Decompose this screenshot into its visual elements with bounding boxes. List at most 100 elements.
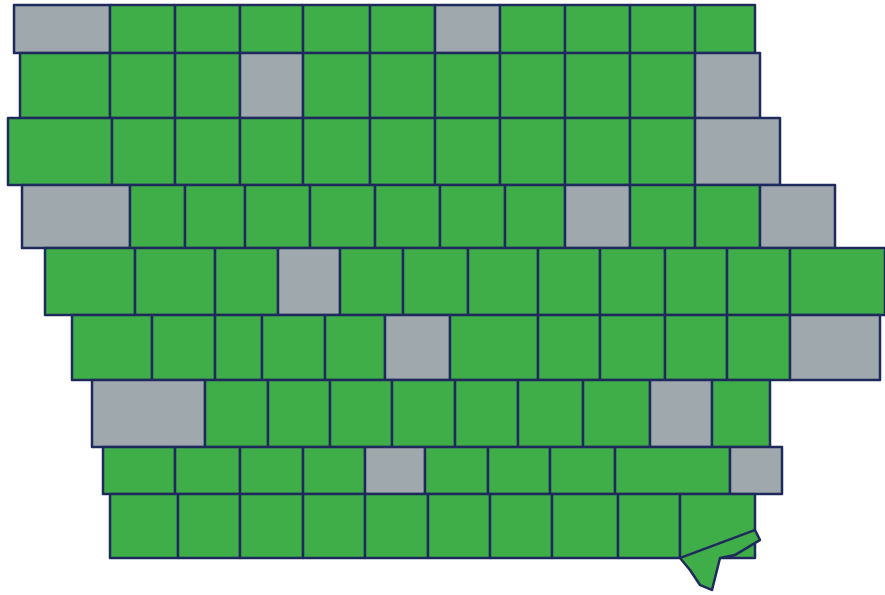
county-1-7[interactable] <box>498 51 567 120</box>
county-6-6[interactable] <box>516 378 585 449</box>
county-5-3[interactable] <box>260 313 327 382</box>
county-0-4[interactable] <box>301 3 372 55</box>
county-5-10[interactable] <box>725 313 792 382</box>
county-6-9[interactable] <box>710 378 772 449</box>
county-3-10[interactable] <box>693 183 762 250</box>
county-6-5[interactable] <box>453 378 520 449</box>
county-2-7[interactable] <box>498 116 567 187</box>
county-1-9[interactable] <box>628 51 697 120</box>
county-7-4[interactable] <box>363 445 427 496</box>
county-5-7[interactable] <box>536 313 602 382</box>
county-5-8[interactable] <box>598 313 667 382</box>
county-6-0[interactable] <box>90 378 207 449</box>
county-3-1[interactable] <box>128 183 187 250</box>
county-7-9[interactable] <box>728 445 784 496</box>
county-southeast-tail[interactable] <box>678 528 762 592</box>
county-7-6[interactable] <box>486 445 552 496</box>
county-2-1[interactable] <box>110 116 177 187</box>
county-6-3[interactable] <box>328 378 394 449</box>
county-2-5[interactable] <box>368 116 437 187</box>
county-4-11[interactable] <box>788 246 885 317</box>
county-0-7[interactable] <box>498 3 567 55</box>
county-3-6[interactable] <box>438 183 507 250</box>
county-4-2[interactable] <box>213 246 280 317</box>
county-6-8[interactable] <box>648 378 714 449</box>
county-6-2[interactable] <box>266 378 332 449</box>
county-1-3[interactable] <box>238 51 305 120</box>
county-7-1[interactable] <box>173 445 242 496</box>
county-4-10[interactable] <box>725 246 792 317</box>
county-7-2[interactable] <box>238 445 305 496</box>
county-3-3[interactable] <box>243 183 312 250</box>
county-1-0[interactable] <box>18 51 112 120</box>
county-2-3[interactable] <box>238 116 305 187</box>
county-4-9[interactable] <box>663 246 729 317</box>
county-0-9[interactable] <box>628 3 697 55</box>
county-2-9[interactable] <box>628 116 697 187</box>
county-1-6[interactable] <box>433 51 502 120</box>
county-3-4[interactable] <box>308 183 377 250</box>
county-1-10[interactable] <box>693 51 762 120</box>
county-0-10[interactable] <box>693 3 757 55</box>
county-3-9[interactable] <box>628 183 697 250</box>
county-5-0[interactable] <box>70 313 154 382</box>
county-0-5[interactable] <box>368 3 437 55</box>
county-5-6[interactable] <box>448 313 540 382</box>
county-3-7[interactable] <box>503 183 567 250</box>
county-8-1[interactable] <box>176 492 242 560</box>
county-4-3[interactable] <box>276 246 342 317</box>
county-6-4[interactable] <box>390 378 457 449</box>
county-0-6[interactable] <box>433 3 502 55</box>
county-1-1[interactable] <box>108 51 177 120</box>
county-4-5[interactable] <box>401 246 470 317</box>
county-0-0[interactable] <box>12 3 112 55</box>
county-0-2[interactable] <box>173 3 242 55</box>
county-0-3[interactable] <box>238 3 305 55</box>
county-3-8[interactable] <box>563 183 632 250</box>
county-1-4[interactable] <box>301 51 372 120</box>
county-3-11[interactable] <box>758 183 837 250</box>
county-8-3[interactable] <box>301 492 367 560</box>
county-2-4[interactable] <box>301 116 372 187</box>
county-4-6[interactable] <box>466 246 540 317</box>
county-7-5[interactable] <box>423 445 490 496</box>
county-8-6[interactable] <box>488 492 554 560</box>
county-3-5[interactable] <box>373 183 442 250</box>
county-2-10[interactable] <box>693 116 782 187</box>
county-7-0[interactable] <box>101 445 177 496</box>
county-7-3[interactable] <box>301 445 367 496</box>
county-2-0[interactable] <box>6 116 114 187</box>
county-0-1[interactable] <box>108 3 177 55</box>
county-8-2[interactable] <box>238 492 305 560</box>
county-1-8[interactable] <box>563 51 632 120</box>
county-4-8[interactable] <box>598 246 667 317</box>
county-4-0[interactable] <box>43 246 137 317</box>
county-4-4[interactable] <box>338 246 405 317</box>
county-7-8[interactable] <box>613 445 732 496</box>
county-8-4[interactable] <box>363 492 430 560</box>
county-2-2[interactable] <box>173 116 242 187</box>
county-4-1[interactable] <box>133 246 217 317</box>
county-1-5[interactable] <box>368 51 437 120</box>
county-5-2[interactable] <box>213 313 264 382</box>
county-7-7[interactable] <box>548 445 617 496</box>
county-8-8[interactable] <box>616 492 682 560</box>
county-5-4[interactable] <box>323 313 387 382</box>
county-8-5[interactable] <box>426 492 492 560</box>
county-4-7[interactable] <box>536 246 602 317</box>
county-5-1[interactable] <box>150 313 217 382</box>
county-8-0[interactable] <box>108 492 180 560</box>
county-5-11[interactable] <box>788 313 882 382</box>
county-0-8[interactable] <box>563 3 632 55</box>
county-2-6[interactable] <box>433 116 502 187</box>
county-3-2[interactable] <box>183 183 247 250</box>
county-6-7[interactable] <box>581 378 652 449</box>
county-6-1[interactable] <box>203 378 270 449</box>
county-5-9[interactable] <box>663 313 729 382</box>
county-2-8[interactable] <box>563 116 632 187</box>
county-3-0[interactable] <box>20 183 132 250</box>
county-8-7[interactable] <box>550 492 620 560</box>
county-5-5[interactable] <box>383 313 452 382</box>
county-1-2[interactable] <box>173 51 242 120</box>
